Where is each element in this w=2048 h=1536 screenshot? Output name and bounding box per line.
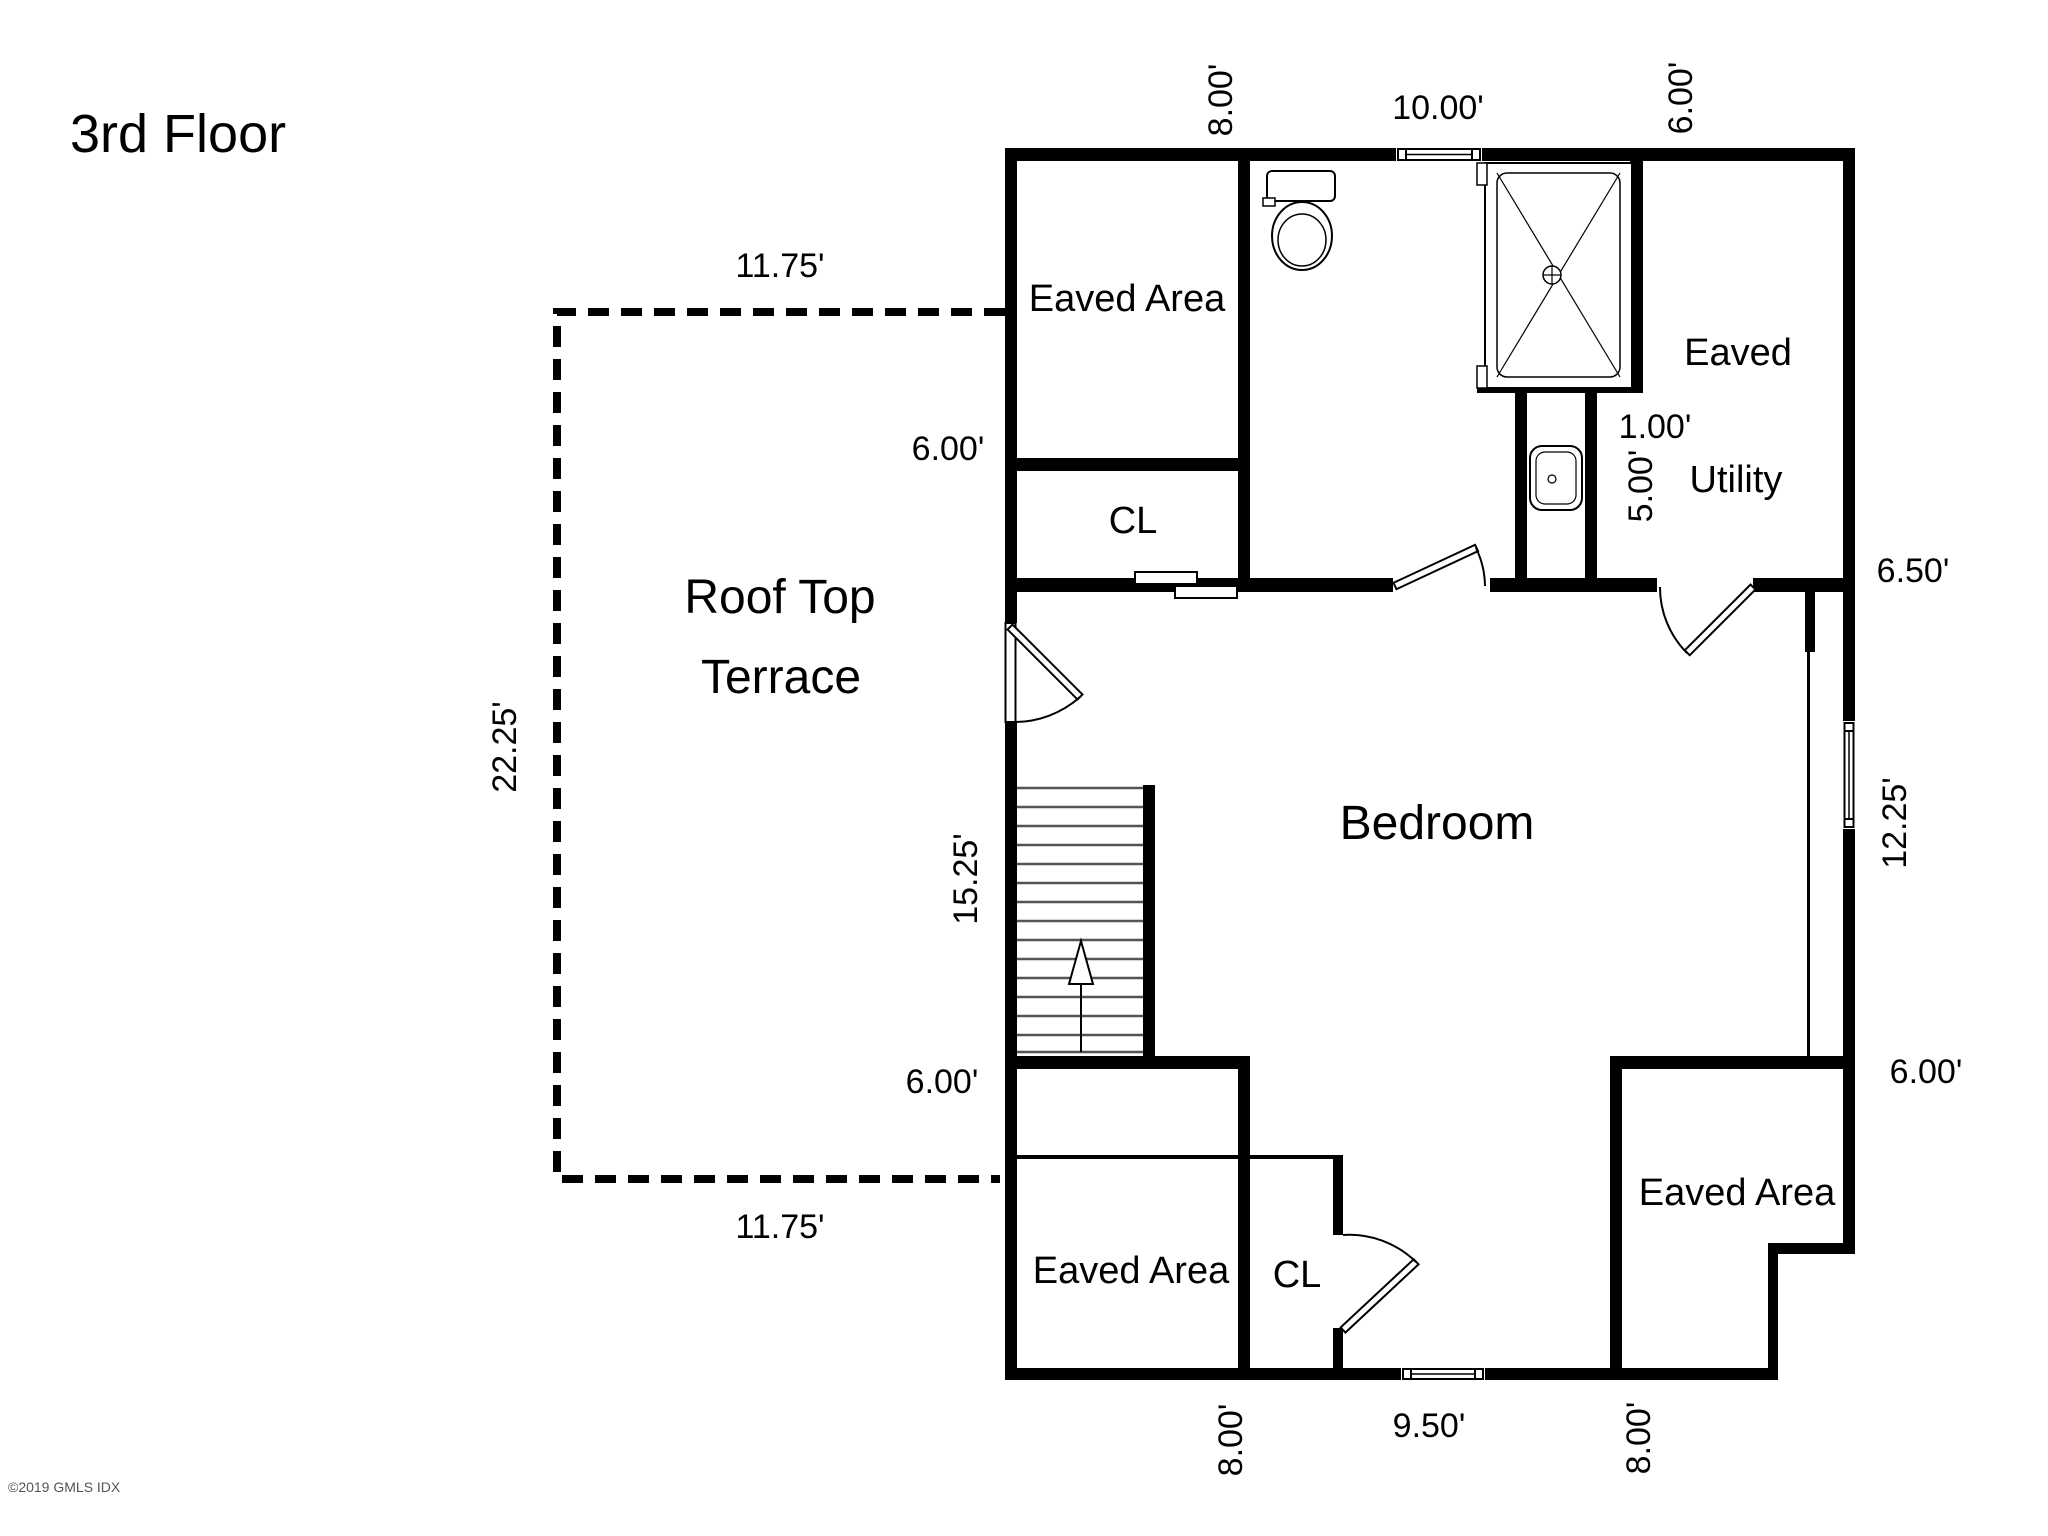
sink-drain bbox=[1547, 474, 1557, 484]
dim-top-section-right: 6.00' bbox=[1662, 62, 1700, 135]
shower-door-jamb bbox=[1476, 162, 1488, 186]
room-label-eaved-area-bottom-left: Eaved Area bbox=[1033, 1250, 1230, 1292]
interior-walls bbox=[1005, 158, 1855, 1380]
toilet-bowl-inner bbox=[1277, 213, 1327, 267]
room-label-utility: Utility bbox=[1690, 459, 1783, 501]
wall-segment bbox=[1610, 1056, 1855, 1069]
dim-right-side: 12.25' bbox=[1876, 777, 1914, 869]
dim-eaved-top-height: 6.00' bbox=[912, 430, 985, 468]
wall-segment bbox=[1005, 1056, 1250, 1069]
exterior-walls bbox=[1005, 148, 1855, 1380]
utility-door bbox=[1658, 583, 1757, 657]
wall-segment bbox=[1238, 158, 1250, 592]
wall-segment bbox=[1238, 1068, 1250, 1368]
terrace-dashed-outline bbox=[553, 308, 1005, 1183]
arrow-head bbox=[1067, 937, 1095, 985]
wall-segment bbox=[1843, 148, 1855, 723]
room-label-eaved-area-top: Eaved Area bbox=[1029, 278, 1226, 320]
door-swing-arc bbox=[1475, 547, 1486, 587]
wall-segment bbox=[1515, 393, 1527, 578]
wall-segment bbox=[1490, 578, 1657, 592]
wall-segment bbox=[1005, 458, 1250, 471]
wall-segment bbox=[1333, 1328, 1343, 1368]
dim-terrace-bottom: 11.75' bbox=[735, 1208, 824, 1246]
toilet-fixture bbox=[1262, 170, 1336, 271]
room-label-cl-top: CL bbox=[1109, 500, 1158, 542]
wall-segment bbox=[1585, 393, 1597, 578]
closet-sliding-doors bbox=[1134, 571, 1238, 599]
dim-bedroom-sw-wall: 6.00' bbox=[906, 1063, 979, 1101]
wall-segment bbox=[1753, 578, 1855, 592]
closet-door-bottom bbox=[1339, 1233, 1420, 1334]
wall-segment bbox=[1843, 827, 1855, 1253]
dim-top-section-middle: 10.00' bbox=[1392, 89, 1484, 127]
wall-segment bbox=[1005, 1368, 1778, 1380]
dim-sink-corridor: 5.00' bbox=[1622, 450, 1660, 523]
toilet-tank bbox=[1266, 170, 1336, 202]
window-cap bbox=[1843, 818, 1855, 828]
dim-top-section-left: 8.00' bbox=[1202, 64, 1240, 137]
sliding-door-panel bbox=[1134, 571, 1198, 585]
door-swing-arc bbox=[1658, 586, 1688, 654]
wall-segment bbox=[1005, 722, 1017, 1380]
window-cap bbox=[1843, 722, 1855, 732]
dim-stairs-length: 15.25' bbox=[947, 833, 985, 925]
shower-door-jamb bbox=[1476, 365, 1488, 389]
wall-segment bbox=[1333, 1155, 1343, 1235]
window-cap bbox=[1471, 148, 1481, 161]
room-label-roof-terrace-line1: Roof Top bbox=[684, 571, 875, 624]
dim-utility-width: 6.50' bbox=[1877, 552, 1950, 590]
window-right bbox=[1841, 721, 1857, 829]
dim-terrace-side: 22.25' bbox=[486, 701, 524, 793]
wall-segment bbox=[1610, 1068, 1622, 1380]
sliding-door-panel bbox=[1174, 585, 1238, 599]
door-swing-arc bbox=[1012, 696, 1081, 724]
wall-segment bbox=[1005, 148, 1017, 623]
sink-fixture bbox=[1529, 445, 1583, 511]
door-leaf bbox=[1006, 623, 1084, 701]
room-label-roof-terrace-line2: Terrace bbox=[701, 651, 861, 704]
wall-segment bbox=[1630, 158, 1643, 393]
eave-line bbox=[1807, 652, 1810, 1057]
door-swing-arc bbox=[1342, 1233, 1417, 1263]
bathroom-door bbox=[1392, 543, 1486, 591]
window-top bbox=[1396, 146, 1482, 163]
terrace-door bbox=[1004, 622, 1084, 724]
toilet-flush-handle bbox=[1262, 197, 1276, 207]
shower-fixture bbox=[1476, 162, 1633, 389]
page-title: 3rd Floor bbox=[70, 104, 286, 164]
watermark-text: ©2019 GMLS IDX bbox=[8, 1479, 121, 1495]
window-bottom bbox=[1401, 1366, 1485, 1382]
wall-segment bbox=[1143, 785, 1155, 1057]
door-jamb bbox=[1004, 622, 1017, 723]
dim-bottom-right: 8.00' bbox=[1620, 1402, 1658, 1475]
dim-terrace-top: 11.75' bbox=[735, 247, 824, 285]
stair-direction-arrow bbox=[1067, 937, 1095, 1052]
partition-line bbox=[1017, 1155, 1343, 1159]
dim-bottom-left: 8.00' bbox=[1212, 1404, 1250, 1477]
wall-segment bbox=[1805, 592, 1815, 652]
wall-segment bbox=[1768, 1253, 1778, 1380]
wall-segment bbox=[1768, 1243, 1855, 1254]
room-label-cl-bottom: CL bbox=[1273, 1254, 1322, 1296]
dim-bedroom-se-wall: 6.00' bbox=[1890, 1053, 1963, 1091]
dim-utility-jog: 1.00' bbox=[1619, 408, 1692, 446]
room-label-eaved-right: Eaved bbox=[1684, 332, 1792, 374]
room-label-eaved-area-bottom-right: Eaved Area bbox=[1639, 1172, 1836, 1214]
dim-bottom-middle: 9.50' bbox=[1393, 1407, 1466, 1445]
staircase bbox=[1017, 786, 1143, 1054]
window-cap bbox=[1397, 148, 1407, 161]
room-label-bedroom: Bedroom bbox=[1340, 797, 1535, 850]
window-cap bbox=[1402, 1368, 1412, 1380]
window-cap bbox=[1474, 1368, 1484, 1380]
